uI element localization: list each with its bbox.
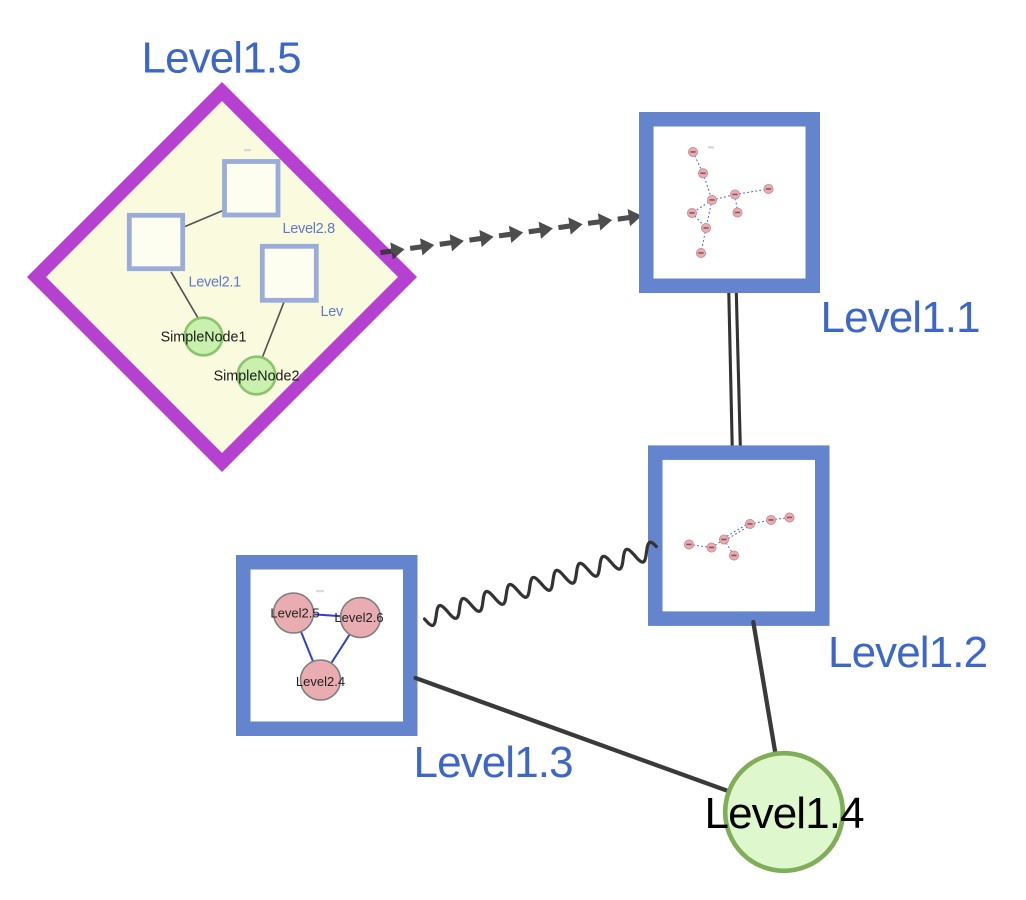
- svg-text:Level1.5: Level1.5: [142, 34, 301, 83]
- svg-text:Level1.4: Level1.4: [705, 789, 865, 838]
- svg-text:Level2.1: Level2.1: [189, 275, 242, 291]
- svg-text:Level2.5: Level2.5: [270, 606, 319, 621]
- svg-text:Level2.6: Level2.6: [334, 610, 383, 625]
- svg-text:Level1.2: Level1.2: [828, 628, 987, 677]
- svg-text:Level2.8: Level2.8: [283, 221, 336, 237]
- svg-text:Level2.4: Level2.4: [296, 674, 345, 689]
- svg-text:Level1.3: Level1.3: [414, 738, 573, 787]
- svg-text:Lev: Lev: [321, 304, 345, 320]
- svg-text:Level1.1: Level1.1: [821, 293, 980, 342]
- svg-text:SimpleNode2: SimpleNode2: [214, 369, 300, 385]
- svg-text:SimpleNode1: SimpleNode1: [161, 330, 247, 346]
